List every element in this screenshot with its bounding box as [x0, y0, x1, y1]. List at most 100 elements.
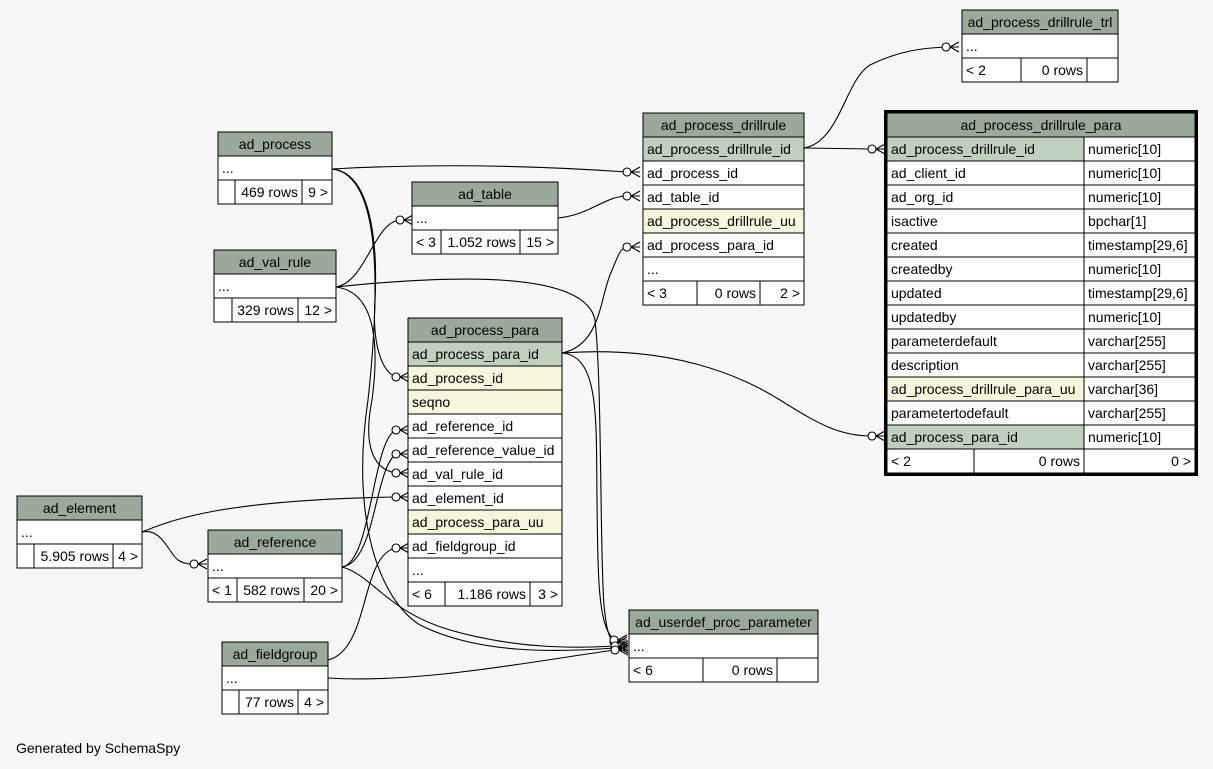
footer-rows-cell: [973, 448, 1085, 474]
column-name: ad_process_id: [647, 165, 738, 181]
column-cell: [886, 184, 1085, 210]
footer-right-cell: [112, 543, 143, 569]
parents-count: < 3: [647, 285, 667, 301]
table-ad-process-drillrule-para[interactable]: ad_process_drillrule_paraad_process_dril…: [884, 110, 1198, 476]
relationship-edge: [561, 352, 615, 641]
row-count: 0 rows: [715, 285, 756, 301]
relationship-edge: [561, 246, 628, 354]
column-cell: [217, 155, 333, 181]
row-count: 329 rows: [237, 302, 294, 318]
column-name: ad_reference_value_id: [412, 442, 554, 458]
optional-marker: [391, 543, 401, 553]
column-cell: [407, 389, 563, 415]
crowfoot-marker: [197, 558, 208, 570]
row-count: 469 rows: [241, 184, 298, 200]
footer-left-cell: [217, 179, 236, 205]
relationship-edge: [341, 429, 397, 568]
relationship-edge: [331, 165, 628, 173]
column-name: parameterdefault: [891, 333, 997, 349]
column-cell: [221, 665, 329, 691]
column-cell: [411, 205, 559, 231]
footer-right-cell: [301, 179, 333, 205]
optional-marker: [391, 372, 401, 382]
optional-marker: [867, 144, 877, 154]
column-name: ad_element_id: [412, 490, 504, 506]
relationship-edges: [141, 41, 960, 680]
crowfoot-marker: [630, 190, 641, 202]
type-cell: [1083, 160, 1196, 186]
footer-left-cell: [221, 689, 240, 715]
table-title: ad_process: [239, 136, 311, 152]
column-cell: [407, 557, 563, 583]
crowfoot-marker: [618, 644, 629, 656]
generated-by-label: Generated by SchemaSpy: [16, 740, 181, 756]
column-type: bpchar[1]: [1088, 213, 1146, 229]
children-count: 2 >: [780, 285, 800, 301]
column-cell: [407, 341, 563, 367]
column-type: varchar[255]: [1088, 333, 1166, 349]
column-cell: [642, 232, 805, 258]
column-cell: [213, 273, 337, 299]
column-cell: [961, 33, 1119, 59]
column-name: ...: [218, 278, 230, 294]
parents-count: < 1: [212, 582, 232, 598]
column-cell: [642, 208, 805, 234]
footer-rows-cell: [1020, 57, 1088, 83]
relationship-edge: [557, 195, 628, 219]
type-cell: [1083, 256, 1196, 282]
column-name: ad_process_drillrule_id: [891, 141, 1035, 157]
row-count: 1.052 rows: [448, 234, 516, 250]
optional-marker: [622, 242, 632, 252]
crowfoot-marker: [630, 166, 641, 178]
optional-marker: [395, 215, 405, 225]
footer-right-cell: [759, 280, 805, 306]
table-ad-process-drillrule[interactable]: ad_process_drillrulead_process_drillrule…: [642, 112, 805, 306]
footer-rows-cell: [444, 581, 531, 607]
table-header: [886, 112, 1196, 138]
children-count: 12 >: [304, 302, 332, 318]
column-cell: [207, 553, 343, 579]
column-cell: [642, 184, 805, 210]
relationship-edge: [803, 46, 947, 149]
type-cell: [1083, 424, 1196, 450]
footer-right-cell: [529, 581, 563, 607]
table-header: [16, 495, 143, 521]
type-cell: [1083, 376, 1196, 402]
column-name: updated: [891, 285, 942, 301]
relationship-edge: [141, 496, 397, 533]
children-count: 9 >: [308, 184, 328, 200]
column-cell: [886, 304, 1085, 330]
optional-marker: [189, 559, 199, 569]
column-name: ad_process_id: [412, 370, 503, 386]
column-name: ...: [647, 261, 659, 277]
footer-rows-cell: [696, 280, 761, 306]
table-header: [221, 641, 329, 667]
column-name: ad_process_para_id: [647, 237, 774, 253]
column-type: numeric[10]: [1088, 165, 1161, 181]
crowfoot-marker: [949, 41, 960, 53]
column-cell: [407, 413, 563, 439]
focused-table-border: [884, 110, 1198, 476]
relationship-edge: [335, 219, 401, 288]
footer-rows-cell: [33, 543, 114, 569]
footer-left-cell: [407, 581, 446, 607]
parents-count: < 6: [633, 662, 653, 678]
row-count: 0 rows: [1039, 453, 1080, 469]
children-count: 4 >: [118, 548, 138, 564]
table-title: ad_process_para: [431, 322, 539, 338]
table-ad-process-para[interactable]: ad_process_paraad_process_para_idad_proc…: [407, 317, 563, 607]
column-cell: [642, 160, 805, 186]
column-name: ...: [966, 38, 978, 54]
relationship-edge: [327, 547, 397, 661]
children-count: 3 >: [538, 586, 558, 602]
column-cell: [628, 633, 819, 659]
